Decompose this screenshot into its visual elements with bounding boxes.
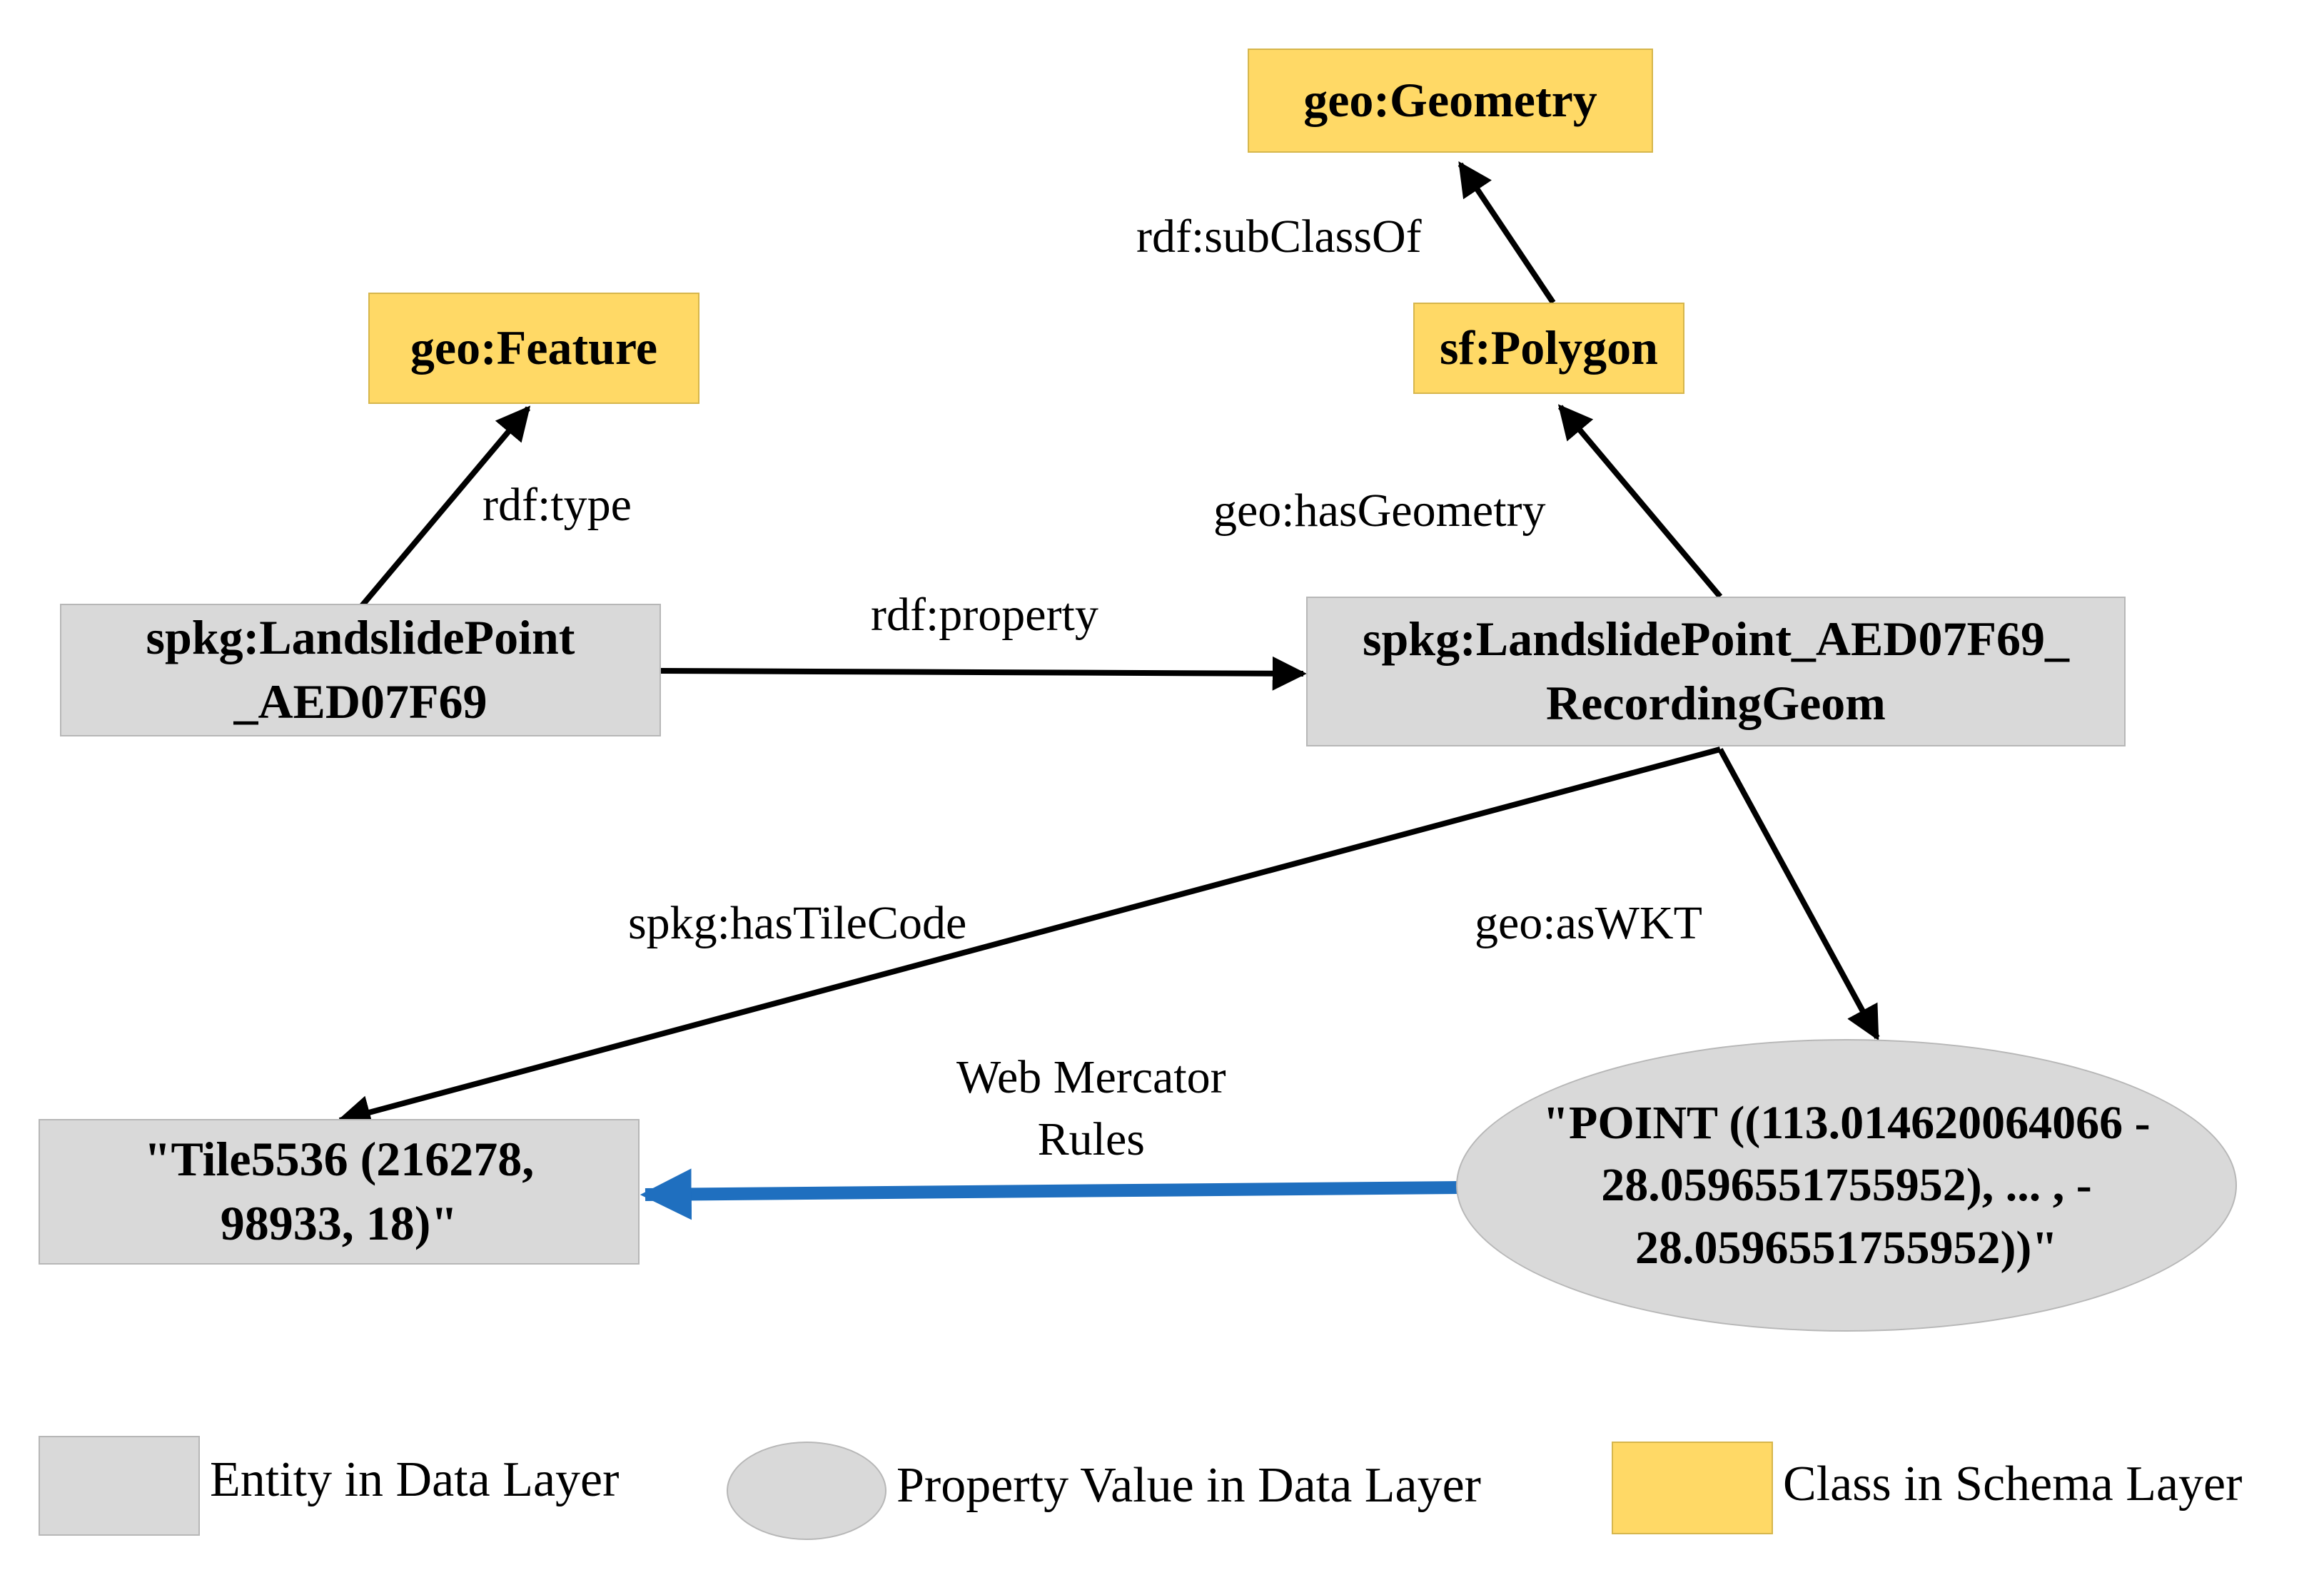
edge-has-geometry	[1557, 404, 1723, 599]
label-has-geometry: geo:hasGeometry	[1213, 485, 1546, 537]
legend-class-swatch	[1612, 1442, 1773, 1534]
label-property: rdf:property	[871, 589, 1098, 641]
legend-class-label: Class in Schema Layer	[1783, 1457, 2243, 1511]
legend-entity-label: Entity in Data Layer	[210, 1452, 620, 1507]
edge-has-tile-code	[336, 746, 1722, 1129]
node-geo-geometry: geo:Geometry	[1248, 49, 1653, 153]
node-geo-feature: geo:Feature	[368, 293, 699, 404]
edge-as-wkt	[1717, 748, 1880, 1041]
legend-entity-swatch	[39, 1436, 200, 1536]
edge-type	[358, 405, 531, 609]
node-tile: "Tile5536 (216278, 98933, 18)"	[39, 1119, 640, 1265]
label-has-tile-code: spkg:hasTileCode	[628, 897, 967, 949]
legend-value-swatch	[727, 1442, 886, 1540]
label-type: rdf:type	[483, 479, 632, 531]
label-as-wkt: geo:asWKT	[1475, 897, 1702, 949]
legend-value-label: Property Value in Data Layer	[896, 1458, 1481, 1513]
edge-web-mercator	[640, 1168, 1460, 1220]
node-point-wkt: "POINT ((113.014620064066 - 28.059655175…	[1456, 1039, 2237, 1332]
edge-subclassof	[1457, 161, 1556, 305]
label-web-mercator: Web Mercator Rules	[956, 1051, 1226, 1166]
node-landslide-point: spkg:LandslidePoint _AED07F69	[60, 604, 661, 736]
edge-property	[660, 656, 1307, 691]
node-sf-polygon: sf:Polygon	[1413, 303, 1684, 394]
label-subclassof: rdf:subClassOf	[1136, 211, 1422, 263]
node-recording-geom: spkg:LandslidePoint_AED07F69_ RecordingG…	[1306, 597, 2126, 746]
